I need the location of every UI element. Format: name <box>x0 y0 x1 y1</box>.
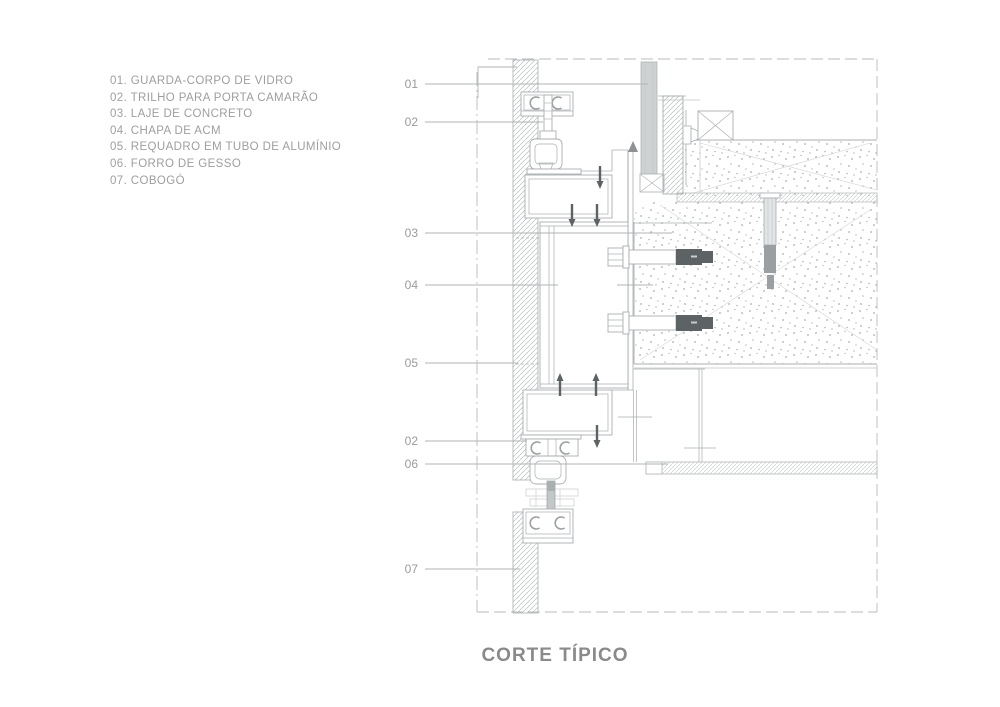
legend-item: 05. REQUADRO EM TUBO DE ALUMÍNIO <box>110 141 342 154</box>
legend-item: 07. COBOGÓ <box>110 174 185 187</box>
legend-item: 01. GUARDA-CORPO DE VIDRO <box>110 75 294 87</box>
legend: 01. GUARDA-CORPO DE VIDRO 02. TRILHO PAR… <box>110 73 341 189</box>
callout-05: 05 <box>405 356 419 370</box>
bottom-track <box>520 434 582 544</box>
callout-06: 06 <box>405 457 419 471</box>
legend-item: 06. FORRO DE GESSO <box>110 157 242 170</box>
aluminium-frame <box>522 174 629 436</box>
callout-02-bottom: 02 <box>405 434 419 448</box>
anchor-bolts <box>607 192 781 335</box>
callout-labels: 01 02 03 04 05 02 06 07 <box>405 77 419 576</box>
drawing-title: CORTE TÍPICO <box>481 645 629 666</box>
legend-item: 02. TRILHO PARA PORTA CAMARÃO <box>110 91 319 104</box>
callout-07: 07 <box>405 562 419 576</box>
callout-02-top: 02 <box>405 115 419 129</box>
leader-lines <box>425 83 672 570</box>
callout-04: 04 <box>405 278 419 292</box>
callout-03: 03 <box>405 226 419 240</box>
glass-guardrail <box>639 61 734 195</box>
plaster-ceiling <box>618 369 878 475</box>
callout-01: 01 <box>405 77 419 91</box>
legend-item: 03. LAJE DE CONCRETO <box>110 108 253 121</box>
top-track <box>520 91 612 175</box>
legend-item: 04. CHAPA DE ACM <box>110 124 222 137</box>
